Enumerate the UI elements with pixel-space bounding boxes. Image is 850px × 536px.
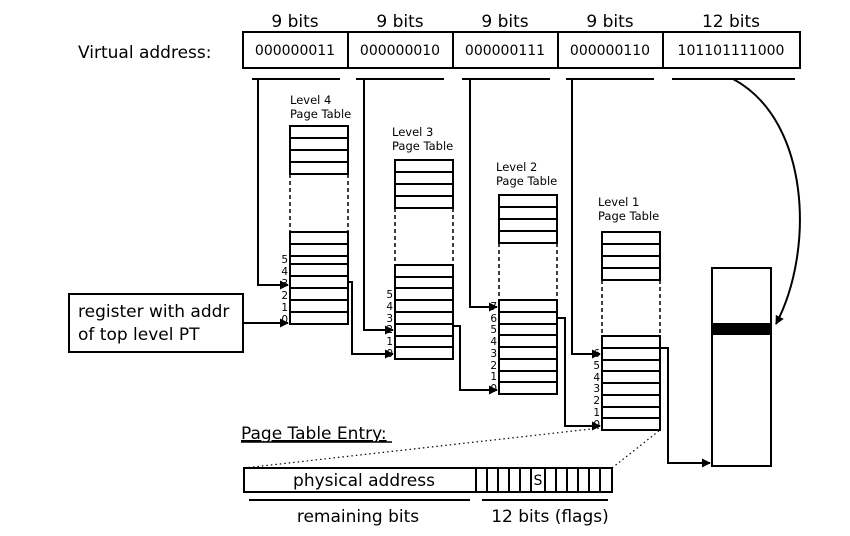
segment-bits-3: 9 bits bbox=[481, 12, 528, 32]
level1-index-5: 5 bbox=[593, 360, 600, 372]
level2-index-1: 1 bbox=[490, 371, 497, 383]
virtual-address-label: Virtual address: bbox=[78, 43, 211, 63]
level1-index-4: 4 bbox=[593, 372, 600, 384]
segment-value-2: 000000010 bbox=[360, 43, 440, 59]
register-box: register with addr of top level PT bbox=[68, 293, 244, 353]
level2-title-line1: Level 2 bbox=[496, 160, 537, 174]
level1-title-line2: Page Table bbox=[598, 209, 659, 223]
pte-physical-address-label: physical address bbox=[293, 471, 435, 491]
level2-index-4: 4 bbox=[490, 336, 497, 348]
pte-flags-label: 12 bits (flags) bbox=[491, 507, 609, 527]
table-link-arrows bbox=[244, 281, 711, 468]
level2-index-6: 6 bbox=[490, 313, 497, 325]
level1-index-2: 2 bbox=[593, 395, 600, 407]
virtual-address-box bbox=[242, 31, 801, 69]
level4-index-5: 5 bbox=[281, 254, 288, 266]
segment-value-4: 000000110 bbox=[570, 43, 650, 59]
level1-index-1: 1 bbox=[593, 407, 600, 419]
segment-bits-1: 9 bits bbox=[271, 12, 318, 32]
index-arrows bbox=[257, 78, 801, 359]
segment-bits-5: 12 bits bbox=[702, 12, 760, 32]
register-line1: register with addr bbox=[78, 302, 229, 322]
level1-index-3: 3 bbox=[593, 383, 600, 395]
level3-index-3: 3 bbox=[386, 313, 393, 325]
pte-zoom-line-left bbox=[243, 427, 601, 469]
level2-page-table: Level 2 Page Table 7 6 5 4 3 2 1 0 bbox=[490, 160, 558, 395]
segment-value-3: 000000111 bbox=[465, 43, 545, 59]
level3-title-line2: Page Table bbox=[392, 139, 453, 153]
level4-title-line1: Level 4 bbox=[290, 93, 331, 107]
level3-title-line1: Level 3 bbox=[392, 125, 433, 139]
segment-value-1: 000000011 bbox=[255, 43, 335, 59]
level3-index-4: 4 bbox=[386, 301, 393, 313]
segment-bits-2: 9 bits bbox=[376, 12, 423, 32]
level3-index-1: 1 bbox=[386, 336, 393, 348]
level4-title-line2: Page Table bbox=[290, 107, 351, 121]
level4-index-2: 2 bbox=[281, 290, 288, 302]
segment-value-5: 101101111000 bbox=[678, 43, 785, 59]
level4-index-1: 1 bbox=[281, 302, 288, 314]
level2-index-2: 2 bbox=[490, 360, 497, 372]
pte-zoom-line-right bbox=[611, 429, 661, 469]
level3-page-table: Level 3 Page Table 5 4 3 2 1 0 bbox=[386, 125, 454, 360]
level3-index-5: 5 bbox=[386, 289, 393, 301]
register-line2: of top level PT bbox=[78, 325, 200, 345]
physical-page bbox=[711, 267, 772, 467]
level2-index-3: 3 bbox=[490, 348, 497, 360]
pte-flag-s: S bbox=[534, 473, 543, 489]
segment-bits-4: 9 bits bbox=[586, 12, 633, 32]
pte-box bbox=[243, 467, 613, 493]
level1-page-table: Level 1 Page Table 6 5 4 3 2 1 0 bbox=[593, 195, 661, 431]
level4-page-table: Level 4 Page Table 5 4 3 2 1 0 bbox=[281, 93, 351, 326]
level4-index-0: 0 bbox=[281, 314, 288, 326]
level4-index-4: 4 bbox=[281, 266, 288, 278]
level2-index-5: 5 bbox=[490, 324, 497, 336]
pte-heading: Page Table Entry: bbox=[241, 424, 387, 444]
level1-title-line1: Level 1 bbox=[598, 195, 639, 209]
level2-title-line2: Page Table bbox=[496, 174, 557, 188]
pte-remaining-label: remaining bits bbox=[297, 507, 419, 527]
